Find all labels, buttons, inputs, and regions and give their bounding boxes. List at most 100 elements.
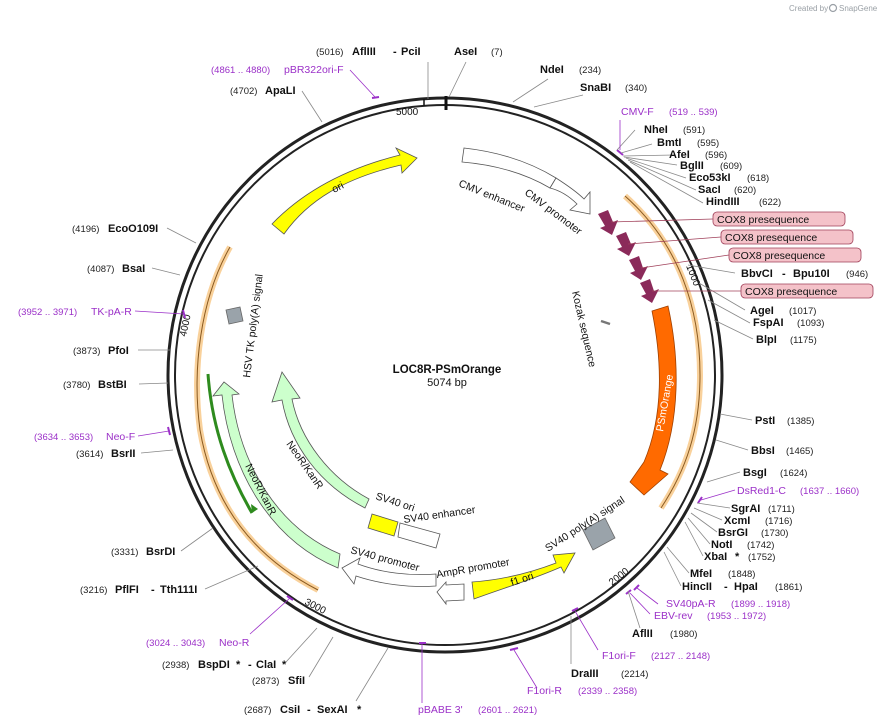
cox8-presequence-4[interactable] [640,279,659,303]
primer-ebvrev[interactable]: EBV-rev [654,610,693,622]
site-hpai[interactable]: HpaI [734,581,758,593]
cox8-pill-1[interactable]: COX8 presequence [712,211,846,227]
primer-neof[interactable]: Neo-F [106,431,135,443]
site-ndei[interactable]: NdeI [540,64,564,76]
site-csii-dash: - [307,704,311,716]
site-bmti[interactable]: BmtI [657,137,681,149]
primer-sv40par[interactable]: SV40pA-R [666,598,716,610]
site-psti-pos: (1385) [787,416,814,427]
site-bsrii[interactable]: BsrII [111,448,135,460]
cox8-pill-4-label: COX8 presequence [745,286,837,298]
neor-kanr-outer-feature[interactable] [212,381,341,569]
site-blpi[interactable]: BlpI [756,334,777,346]
psmorange-feature[interactable] [629,305,677,496]
primer-pbr322[interactable]: pBR322ori-F [284,64,344,76]
site-nhei[interactable]: NheI [644,124,668,136]
site-noti[interactable]: NotI [711,539,732,551]
primer-neor-range: (3024 .. 3043) [146,638,205,649]
site-bspdi-star: * [236,659,241,671]
site-pflfi-pos: (3216) [80,585,107,596]
site-sgrai[interactable]: SgrAI [731,503,760,515]
ori-label: ori [330,180,346,196]
site-saci[interactable]: SacI [698,184,721,196]
cmv-enhancer-feature[interactable] [461,147,557,189]
sv40-polya-feature[interactable] [582,517,616,551]
site-sexai[interactable]: SexAI [317,704,348,716]
primer-dsred1c[interactable]: DsRed1-C [737,485,786,497]
site-eco109i[interactable]: EcoO109I [108,223,158,235]
cox8-presequence-2[interactable] [616,232,636,256]
ori-feature[interactable] [271,147,418,235]
site-xbai[interactable]: XbaI [704,551,727,563]
site-bsgi[interactable]: BsgI [743,467,767,479]
primer-tkpar[interactable]: TK-pA-R [91,306,132,318]
site-saci-pos: (620) [734,185,756,196]
site-bpu10i[interactable]: Bpu10I [793,268,830,280]
site-afliii-top[interactable]: AflIII [352,46,376,58]
site-xbai-pos: (1752) [748,552,775,563]
site-bglii[interactable]: BglII [680,160,704,172]
cox8-pill-4[interactable]: COX8 presequence [740,283,874,299]
site-hincii[interactable]: HincII [682,581,712,593]
site-aflii[interactable]: AflII [632,628,653,640]
site-bsai[interactable]: BsaI [122,263,145,275]
neor-kanr-inner-feature[interactable] [271,371,370,509]
cox8-pill-2-label: COX8 presequence [725,232,817,244]
site-agei[interactable]: AgeI [750,305,774,317]
cox8-presequence-1[interactable] [598,210,618,235]
primer-cmvf[interactable]: CMV-F [621,106,654,118]
site-pflfi[interactable]: PflFI [115,584,139,596]
primer-pbabe3-range: (2601 .. 2621) [478,705,537,716]
site-snabi[interactable]: SnaBI [580,82,611,94]
sv40-promoter-feature[interactable] [341,557,437,587]
site-bsrdi-pos: (3331) [111,547,138,558]
site-tth111i[interactable]: Tth111I [160,584,197,596]
site-sfii[interactable]: SfiI [288,675,305,687]
site-csii[interactable]: CsiI [280,704,300,716]
site-nhei-pos: (591) [683,125,705,136]
site-xcmi[interactable]: XcmI [724,515,750,527]
primer-mark-f1orif [571,607,579,612]
site-fspai[interactable]: FspAI [753,317,784,329]
site-clai[interactable]: ClaI [256,659,276,671]
site-pfoi[interactable]: PfoI [108,345,129,357]
ampr-promoter-feature[interactable] [436,580,465,606]
site-bsrdi[interactable]: BsrDI [146,546,175,558]
cox8-presequence-3[interactable] [629,256,648,280]
primer-neor[interactable]: Neo-R [219,637,250,649]
sv40-enhancer-feature[interactable] [397,522,441,549]
sv40-polya-label: SV40 poly(A) signal [543,494,627,554]
primer-f1orif[interactable]: F1ori-F [602,650,636,662]
f1-ori-feature[interactable] [471,552,576,600]
cmv-promoter-feature[interactable] [549,177,591,215]
site-bsrgi[interactable]: BsrGI [718,527,748,539]
site-mfei[interactable]: MfeI [690,568,712,580]
site-asei[interactable]: AseI [454,46,477,58]
site-apali[interactable]: ApaLI [265,85,296,97]
hsv-tk-polya-feature[interactable] [225,306,244,325]
site-draiii-pos: (2214) [621,669,648,680]
site-pfoi-pos: (3873) [73,346,100,357]
site-bbsi[interactable]: BbsI [751,445,775,457]
site-pcii[interactable]: PciI [401,46,421,58]
site-afei[interactable]: AfeI [669,149,690,161]
kozak-sequence-feature[interactable] [600,319,611,326]
site-draiii[interactable]: DraIII [571,668,599,680]
cox8-pill-3[interactable]: COX8 presequence [728,247,862,263]
primer-pbabe3[interactable]: pBABE 3' [418,704,463,716]
site-hindiii[interactable]: HindIII [706,196,740,208]
site-psti[interactable]: PstI [755,415,775,427]
cox8-pill-2[interactable]: COX8 presequence [720,229,854,245]
site-bbvci[interactable]: BbvCI [741,268,773,280]
hsv-tk-polya-label: HSV TK poly(A) signal [241,273,266,378]
site-eco53ki[interactable]: Eco53kI [689,172,731,184]
site-sgrai-pos: (1711) [768,504,795,515]
site-bspdi[interactable]: BspDI [198,659,230,671]
site-bbsi-pos: (1465) [786,446,813,457]
site-afliii-top-pos: (5016) [316,47,343,58]
primer-f1orir[interactable]: F1ori-R [527,685,562,697]
sv40-ori-feature[interactable] [367,513,399,537]
site-bstbi-pos: (3780) [63,380,90,391]
site-bstbi[interactable]: BstBI [98,379,127,391]
f1-ori-label: f1 ori [509,570,535,589]
